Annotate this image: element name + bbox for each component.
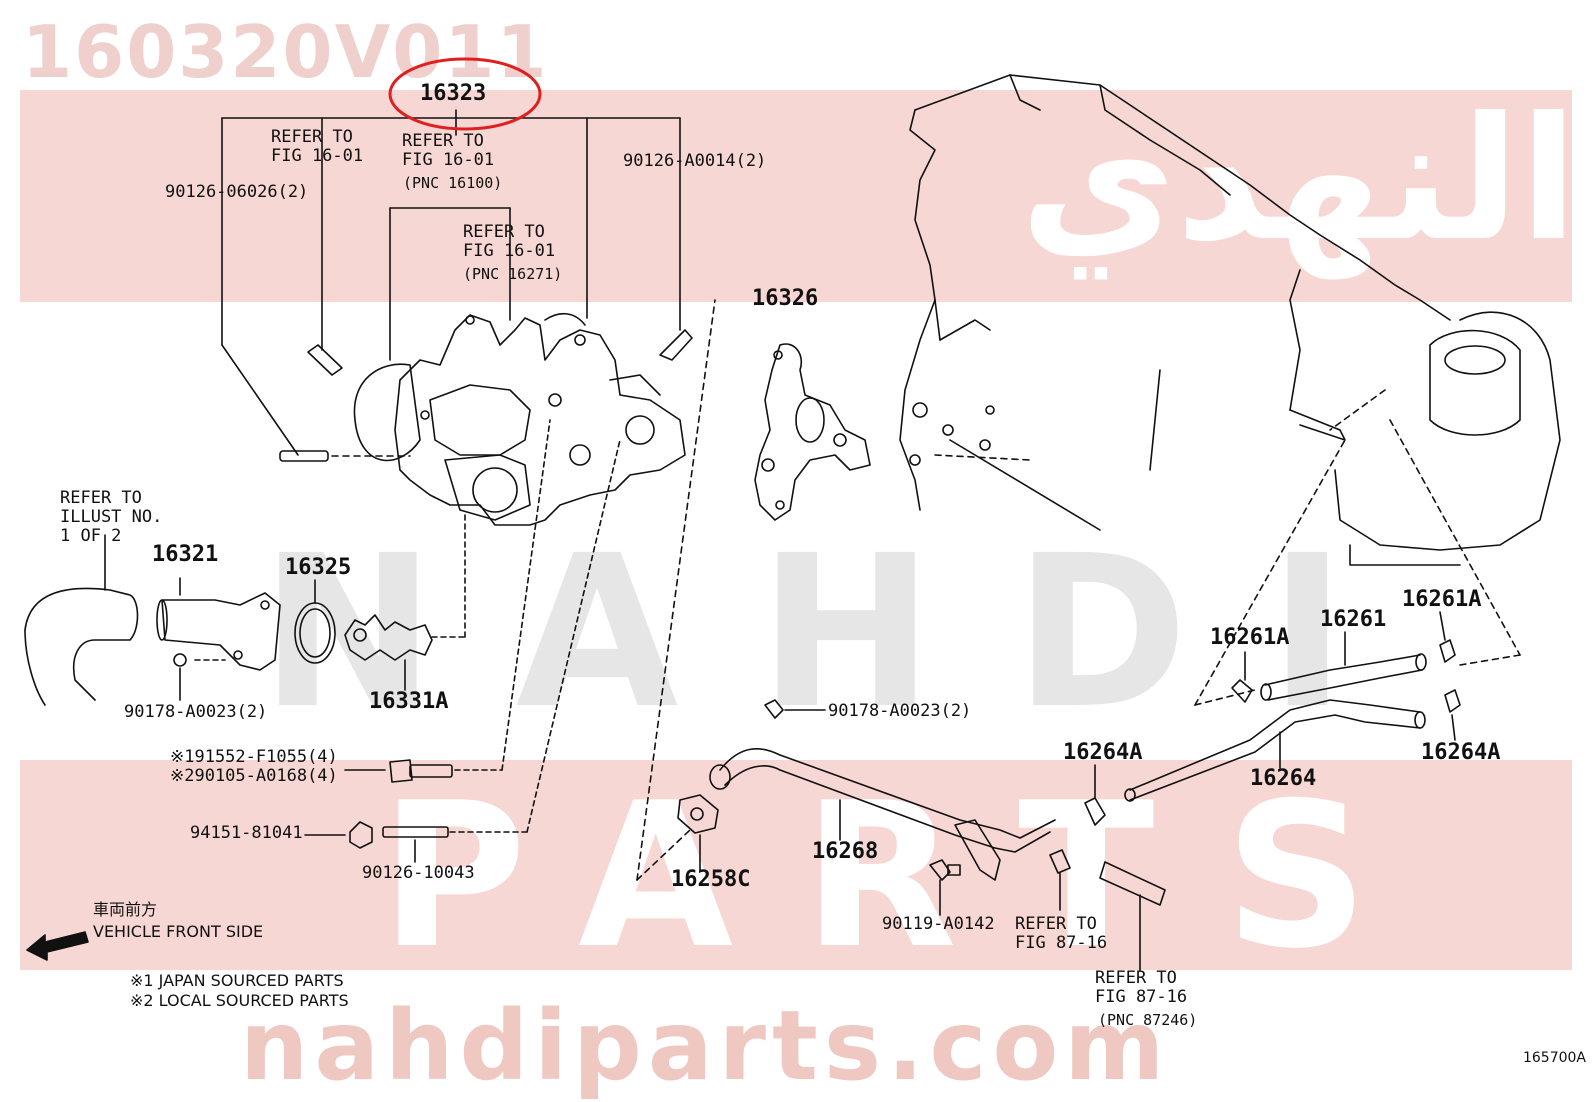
note-local-sourced: ※2 LOCAL SOURCED PARTS <box>130 991 349 1010</box>
callout-refer-fig-87-16-b: REFER TO FIG 87-16 <box>1095 968 1188 1007</box>
watermark-url: nahdiparts.com <box>240 990 1171 1102</box>
callout-16261A-right: 16261A <box>1402 587 1482 612</box>
hose-refer-87-16 <box>1099 861 1166 971</box>
dashed-connectors <box>331 299 1521 881</box>
pipe-16268 <box>709 748 1056 881</box>
callout-90126-06026: 90126-06026(2) <box>165 182 309 202</box>
note-japan-sourced: ※1 JAPAN SOURCED PARTS <box>130 971 344 990</box>
water-inlet-16321 <box>156 577 281 701</box>
nut-94151 <box>304 439 621 863</box>
callout-16261A-left: 16261A <box>1210 625 1290 650</box>
callout-refer-fig-16-01-b: REFER TO FIG 16-01 <box>402 131 495 170</box>
callout-16261: 16261 <box>1320 607 1387 632</box>
callout-16264: 16264 <box>1250 766 1317 791</box>
callout-16258C: 16258C <box>671 867 751 892</box>
vehicle-front-arrow <box>26 931 89 961</box>
highlight-circle-16323 <box>388 57 542 131</box>
callout-90178-A0023-mid: 90178-A0023(2) <box>828 701 972 721</box>
callout-16331A: 16331A <box>369 689 449 714</box>
callout-90126-10043: 90126-10043 <box>362 863 475 883</box>
thermostat-16331A <box>344 514 466 691</box>
callout-16325: 16325 <box>285 555 352 580</box>
stud-bolts <box>279 329 693 462</box>
callout-refer-fig-16-01-c: REFER TO FIG 16-01 <box>463 222 556 261</box>
callout-16326: 16326 <box>752 286 819 311</box>
callout-refer-illust: REFER TO ILLUST NO. 1 OF 2 <box>60 488 163 546</box>
direction-label-en: VEHICLE FRONT SIDE <box>93 922 264 941</box>
water-pump-drawing <box>353 312 686 526</box>
direction-label-jp: 車両前方 <box>93 900 158 919</box>
callout-90119-A0142: 90119-A0142 <box>882 914 995 934</box>
hose-16264 <box>1124 699 1426 802</box>
diagram-id: 165700A <box>1522 1050 1586 1066</box>
callout-pnc-87246: (PNC 87246) <box>1098 1011 1198 1029</box>
clamp-90178-mid <box>764 699 826 719</box>
watermark-arabic-logo: النهدي <box>1020 81 1578 279</box>
watermark-band-top <box>20 90 1572 302</box>
callout-pnc-16100: (PNC 16100) <box>403 174 503 192</box>
callout-16268: 16268 <box>812 839 879 864</box>
leader-frame-16323 <box>221 109 681 456</box>
callout-16264A-left: 16264A <box>1063 740 1143 765</box>
gasket-16258C <box>677 794 719 871</box>
engine-block-drawing <box>899 74 1561 566</box>
callout-290105-A0168: ※290105-A0168(4) <box>170 766 338 786</box>
bolt-191552 <box>344 419 551 783</box>
watermark-brand-nahdi: NAHDI <box>260 510 1427 755</box>
callout-refer-fig-87-16-a: REFER TO FIG 87-16 <box>1015 914 1108 953</box>
watermark-part-code: 160320V011 <box>22 10 549 94</box>
bolt-90119 <box>929 859 961 916</box>
gasket-16326 <box>754 343 871 521</box>
hose-16261 <box>1260 631 1427 701</box>
watermark-band-bottom <box>20 760 1572 970</box>
callout-16323: 16323 <box>420 81 487 106</box>
callout-94151-81041: 94151-81041 <box>190 823 303 843</box>
watermark-brand-parts: PARTS <box>380 760 1439 993</box>
gasket-ring-16325 <box>294 579 336 664</box>
callout-90178-A0023-left: 90178-A0023(2) <box>124 702 268 722</box>
callout-191552-F1055: ※191552-F1055(4) <box>170 747 338 767</box>
callout-pnc-16271: (PNC 16271) <box>463 265 563 283</box>
callout-16264A-right: 16264A <box>1421 740 1501 765</box>
callout-90126-A0014: 90126-A0014(2) <box>623 151 767 171</box>
clamps <box>1049 611 1461 911</box>
callout-refer-fig-16-01-a: REFER TO FIG 16-01 <box>271 127 364 166</box>
callout-16321: 16321 <box>152 542 219 567</box>
hose-left-drawing <box>24 534 139 706</box>
